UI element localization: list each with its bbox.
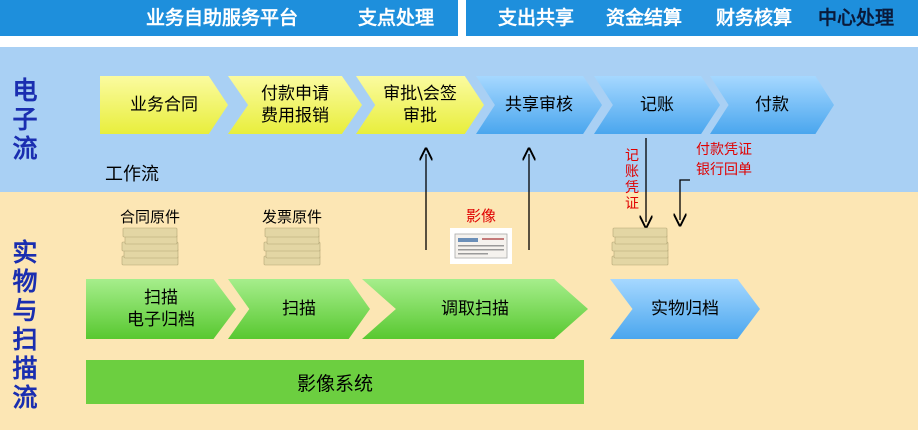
center-processing-label: 中心处理 <box>818 7 895 29</box>
step-scan: 扫描 <box>228 279 370 339</box>
step-shared-review: 共享审核 <box>476 76 602 134</box>
image-system-bar: 影像系统 <box>86 360 584 404</box>
step-approval-countersign: 审批\会签 审批 <box>356 76 484 134</box>
step-scan-electronic-archive: 扫描 电子归档 <box>86 279 236 339</box>
step-physical-archive: 实物归档 <box>610 279 760 339</box>
center-banner: 支出共享 资金结算 财务核算 中心处理 <box>466 0 918 36</box>
step-label: 扫描 电子归档 <box>127 288 195 330</box>
financial-accounting-label: 财务核算 <box>716 7 793 29</box>
step-label: 付款 <box>755 95 789 115</box>
step-label: 业务合同 <box>130 95 198 115</box>
invoice-document-stack-icon <box>263 227 321 266</box>
step-label: 扫描 <box>282 299 316 319</box>
fund-settlement-label: 资金结算 <box>606 7 683 29</box>
contract-document-stack-icon <box>121 227 179 266</box>
electronic-flow-lane-label: 电子流 <box>12 76 38 163</box>
platform-title: 业务自助服务平台 <box>146 7 299 29</box>
step-retrieve-scan: 调取扫描 <box>362 279 588 339</box>
step-label: 记账 <box>640 95 674 115</box>
step-label: 实物归档 <box>651 299 719 319</box>
branch-processing-label: 支点处理 <box>358 7 435 29</box>
contract-original-label: 合同原件 <box>120 208 181 226</box>
step-label: 审批\会签 审批 <box>383 84 457 126</box>
payment-voucher-bank-receipt-annotation: 付款凭证 银行回单 <box>696 142 752 178</box>
image-label: 影像 <box>466 207 497 225</box>
step-payment-request: 付款申请 费用报销 <box>228 76 362 134</box>
step-label: 调取扫描 <box>441 299 509 319</box>
platform-banner: 业务自助服务平台 支点处理 <box>0 0 458 36</box>
down-arrow-payment-docs <box>680 179 690 220</box>
image-system-label: 影像系统 <box>296 372 373 395</box>
voucher-vertical-annotation: 记账凭证 <box>625 148 639 212</box>
step-payment: 付款 <box>710 76 834 134</box>
physical-flow-lane-label: 实物与扫描流 <box>12 238 38 412</box>
step-label: 付款申请 费用报销 <box>261 84 329 126</box>
step-business-contract: 业务合同 <box>100 76 228 134</box>
step-bookkeeping: 记账 <box>594 76 720 134</box>
invoice-original-label: 发票原件 <box>262 208 323 226</box>
step-label: 共享审核 <box>505 95 573 115</box>
voucher-document-stack-icon <box>611 227 669 266</box>
workflow-label: 工作流 <box>105 164 159 185</box>
scanned-image-thumbnail-icon <box>450 228 512 264</box>
shared-expense-label: 支出共享 <box>498 7 575 29</box>
